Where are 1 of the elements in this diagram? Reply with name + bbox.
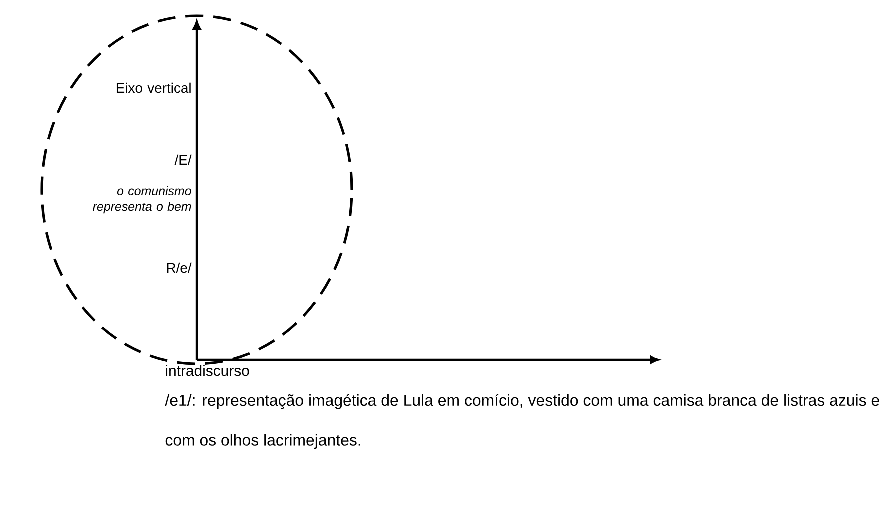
description-text: /e1/: representação imagética de Lula em comício, vestido com uma camisa branca de listras azuis e com os olhos lacrimejantes. (165, 394, 880, 450)
